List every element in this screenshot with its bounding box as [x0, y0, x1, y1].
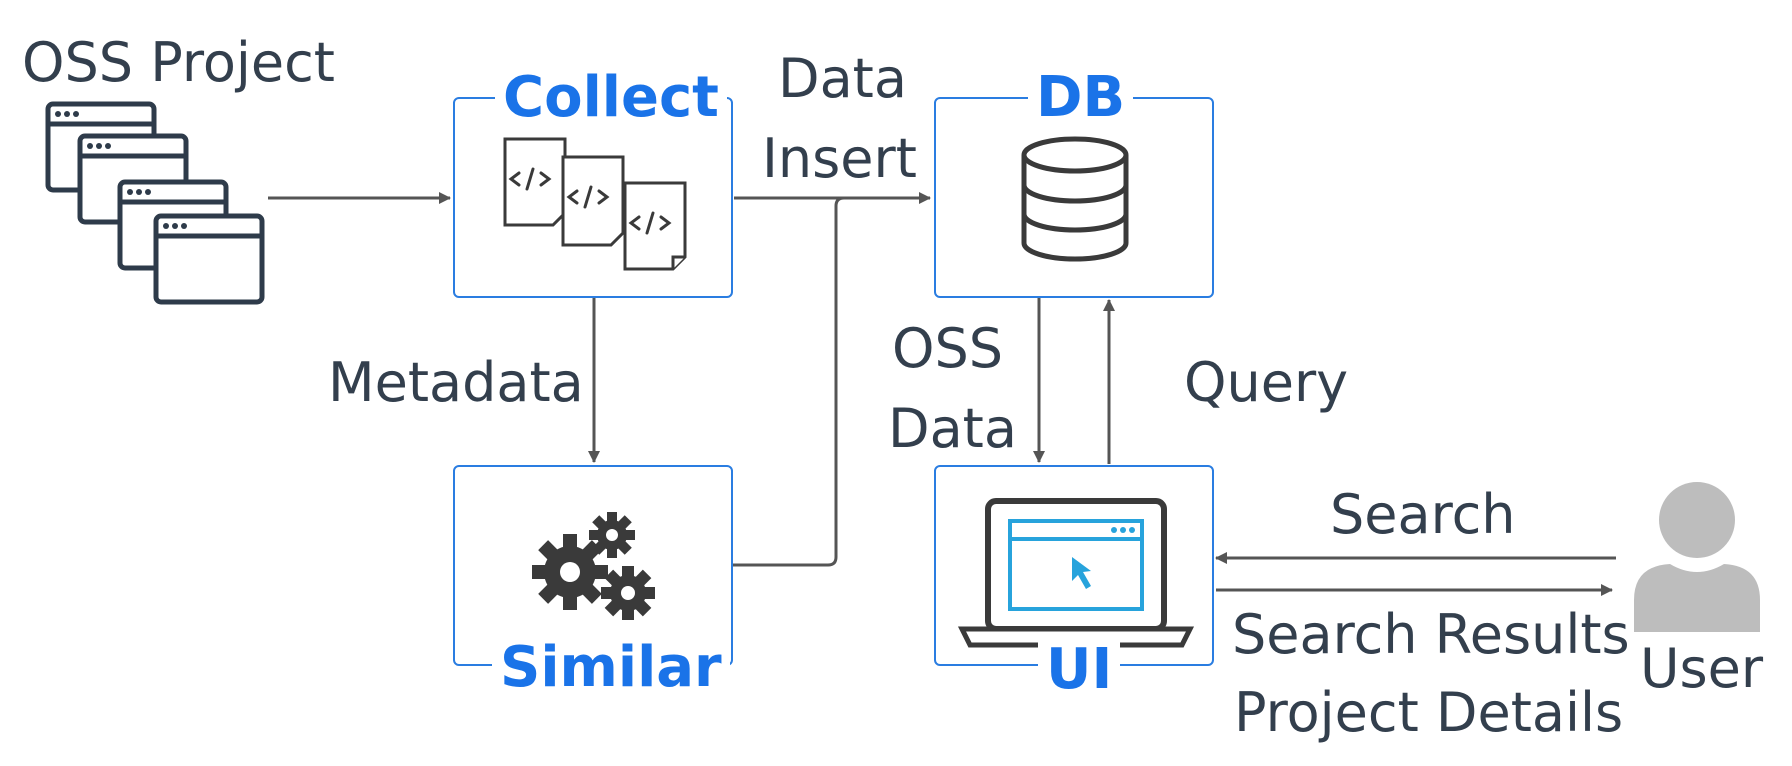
metadata-label: Metadata: [328, 351, 584, 414]
search-results-label: Search Results: [1232, 603, 1630, 666]
gears-icon: [532, 512, 655, 620]
collect-title: Collect: [495, 70, 727, 126]
db-title: DB: [1028, 70, 1134, 126]
data-insert-label-line1: Data: [778, 47, 907, 110]
window-stack-icon: [45, 101, 265, 305]
db-box: [934, 97, 1214, 298]
search-label: Search: [1330, 483, 1516, 546]
ui-title: UI: [1038, 642, 1121, 698]
line-similar-to-junction: [733, 196, 845, 567]
user-label: User: [1640, 637, 1764, 700]
collect-box: [453, 97, 733, 298]
similar-title: Similar: [492, 640, 730, 696]
query-label: Query: [1184, 351, 1349, 414]
oss-project-title: OSS Project: [22, 31, 335, 94]
data-insert-label-line2: Insert: [762, 127, 917, 190]
code-files-icon: [503, 137, 687, 271]
similar-box: [453, 465, 733, 666]
oss-data-label-line1: OSS: [892, 317, 1004, 380]
user-silhouette-icon: [1634, 482, 1760, 632]
database-icon: [1021, 136, 1129, 262]
laptop-cursor-icon: [957, 498, 1195, 648]
project-details-label: Project Details: [1234, 681, 1624, 744]
oss-data-label-line2: Data: [888, 397, 1017, 460]
ui-box: [934, 465, 1214, 666]
